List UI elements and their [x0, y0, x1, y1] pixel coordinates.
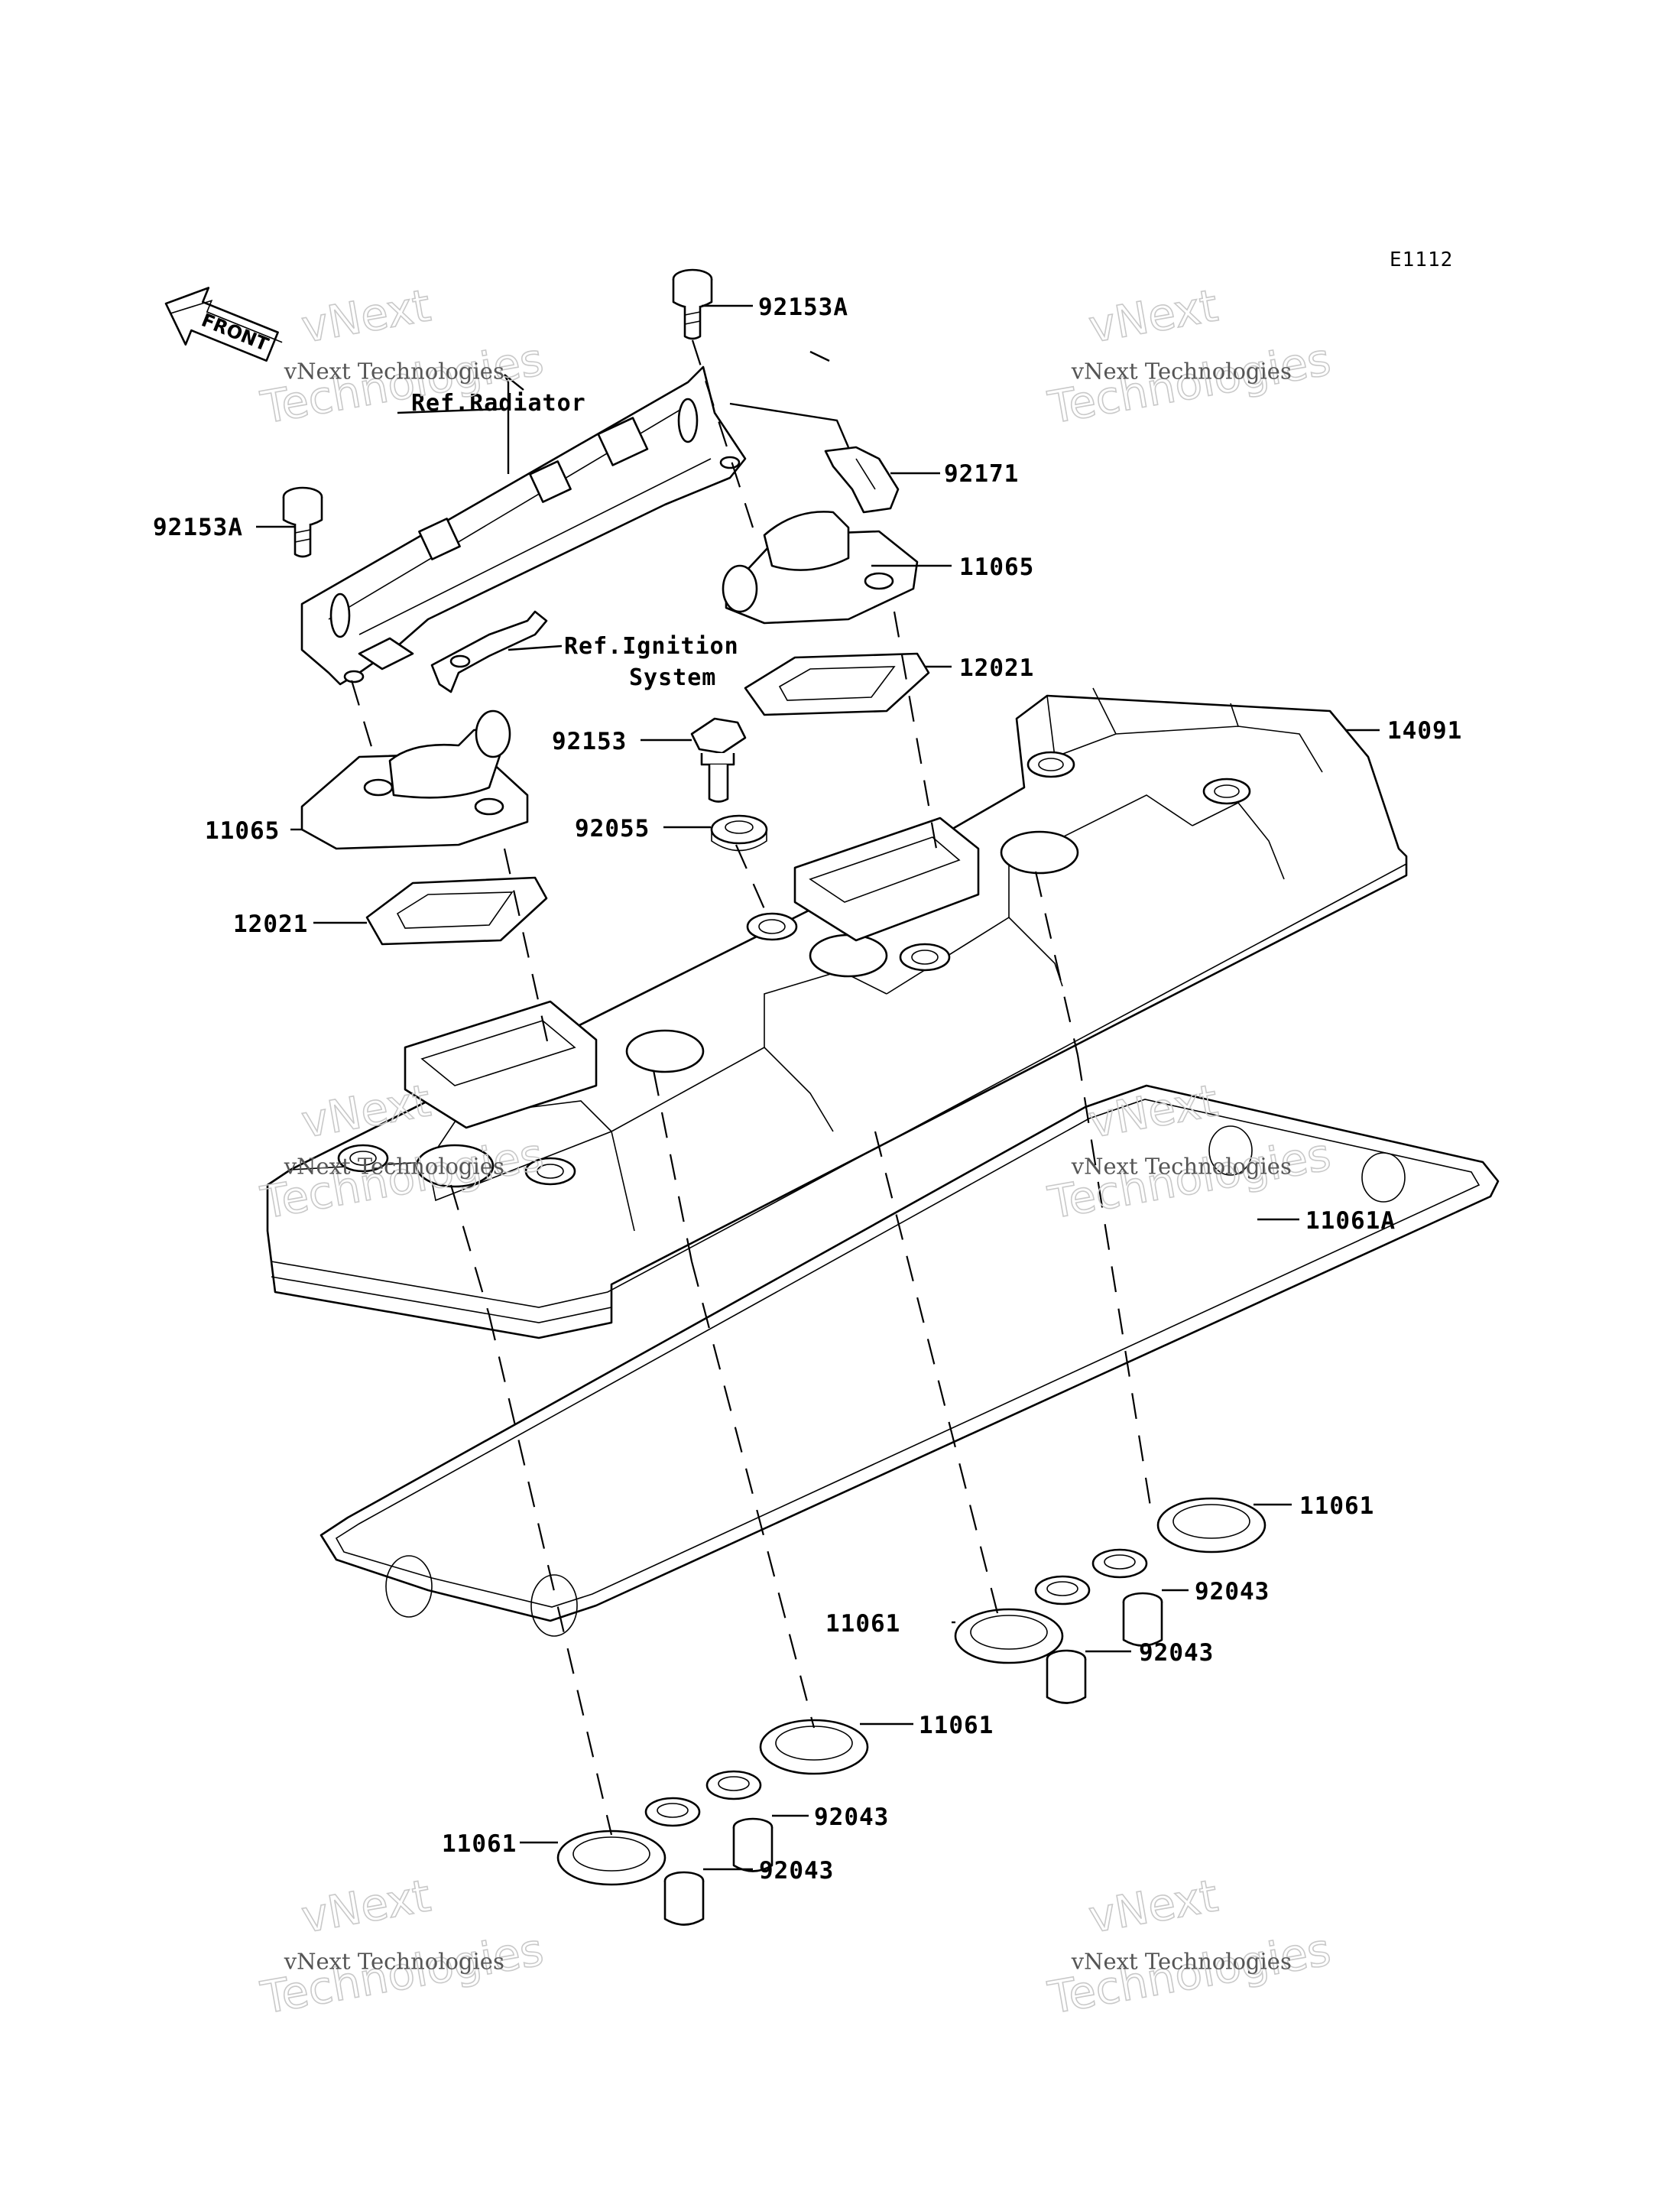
ref-ignition-system-label: System [629, 664, 716, 691]
label-11061-r1: 11061 [1299, 1492, 1374, 1520]
dowel-pin-l2 [663, 1871, 705, 1926]
dowel-pin-r1 [1122, 1592, 1163, 1647]
svg-text:vNext Technologies: vNext Technologies [1071, 1153, 1292, 1179]
leader-lines [256, 304, 1380, 1871]
svg-text:vNext: vNext [298, 1869, 435, 1943]
ref-ignition-label: Ref.Ignition [564, 633, 739, 660]
label-92043-l2: 92043 [759, 1857, 834, 1885]
cylinder-head-cover [266, 687, 1408, 1339]
plug-gasket-r1 [1091, 1497, 1266, 1579]
assembly-lines [350, 339, 1152, 1836]
label-92153a-top: 92153A [758, 294, 848, 321]
dowel-pin-r2 [1046, 1649, 1087, 1704]
label-92055: 92055 [575, 815, 650, 843]
svg-text:vNext Technologies: vNext Technologies [284, 358, 504, 384]
svg-text:vNext Technologies: vNext Technologies [284, 1153, 504, 1179]
watermark-bottom-left: vNext Technologies vNext Technologies [256, 1868, 547, 2024]
watermark-bottom-right: vNext Technologies vNext Technologies [1043, 1868, 1335, 2024]
ignition-clamp [430, 610, 548, 693]
plug-gasket-l1 [705, 1719, 869, 1800]
label-92153: 92153 [552, 728, 627, 755]
reed-valve-gasket-right [744, 652, 930, 716]
label-11061-l2: 11061 [442, 1830, 517, 1858]
label-11065-right: 11065 [959, 554, 1034, 581]
svg-text:vNext: vNext [1085, 1869, 1222, 1943]
label-11065-left: 11065 [205, 817, 280, 845]
label-92043-l1: 92043 [814, 1804, 889, 1831]
callout-labels: 92153A 92153A 92171 11065 12021 14091 92… [153, 294, 1462, 1885]
svg-text:vNext: vNext [298, 279, 435, 352]
svg-text:vNext: vNext [1085, 279, 1222, 352]
dowel-pin-l1 [732, 1817, 774, 1872]
label-12021-left: 12021 [233, 911, 308, 938]
head-cover-gasket [319, 1084, 1500, 1637]
label-11061a: 11061A [1305, 1207, 1396, 1235]
radiator-bracket [300, 365, 747, 686]
label-92153a-left: 92153A [153, 514, 243, 541]
plug-gasket-l2 [556, 1797, 701, 1886]
bolt-92153 [690, 717, 747, 803]
svg-text:vNext Technologies: vNext Technologies [284, 1948, 504, 1974]
label-12021-right: 12021 [959, 654, 1034, 682]
label-92043-r1: 92043 [1195, 1578, 1270, 1605]
watermark-top-right: vNext Technologies vNext Technologies [1043, 278, 1335, 434]
svg-text:vNext Technologies: vNext Technologies [1071, 358, 1292, 384]
label-14091: 14091 [1387, 717, 1462, 745]
label-92171: 92171 [944, 460, 1019, 488]
bolt-92153a-left [282, 486, 323, 558]
ref-radiator-label: Ref.Radiator [411, 390, 586, 417]
label-92043-r2: 92043 [1139, 1639, 1214, 1667]
bolt-92153a-top [672, 268, 713, 340]
diagram-code: E1112 [1390, 248, 1453, 271]
clip-92171 [824, 446, 900, 514]
reed-valve-gasket-left [365, 876, 548, 946]
front-arrow-icon: FRONT [164, 287, 283, 362]
reed-valve-cover-left [300, 709, 529, 850]
label-11061-r2: 11061 [825, 1610, 900, 1638]
plug-gasket-r2 [954, 1575, 1091, 1664]
reed-valve-cover-right [722, 511, 919, 625]
label-11061-l1: 11061 [919, 1712, 994, 1739]
svg-text:vNext Technologies: vNext Technologies [1071, 1948, 1292, 1974]
washer-92055 [710, 814, 768, 852]
